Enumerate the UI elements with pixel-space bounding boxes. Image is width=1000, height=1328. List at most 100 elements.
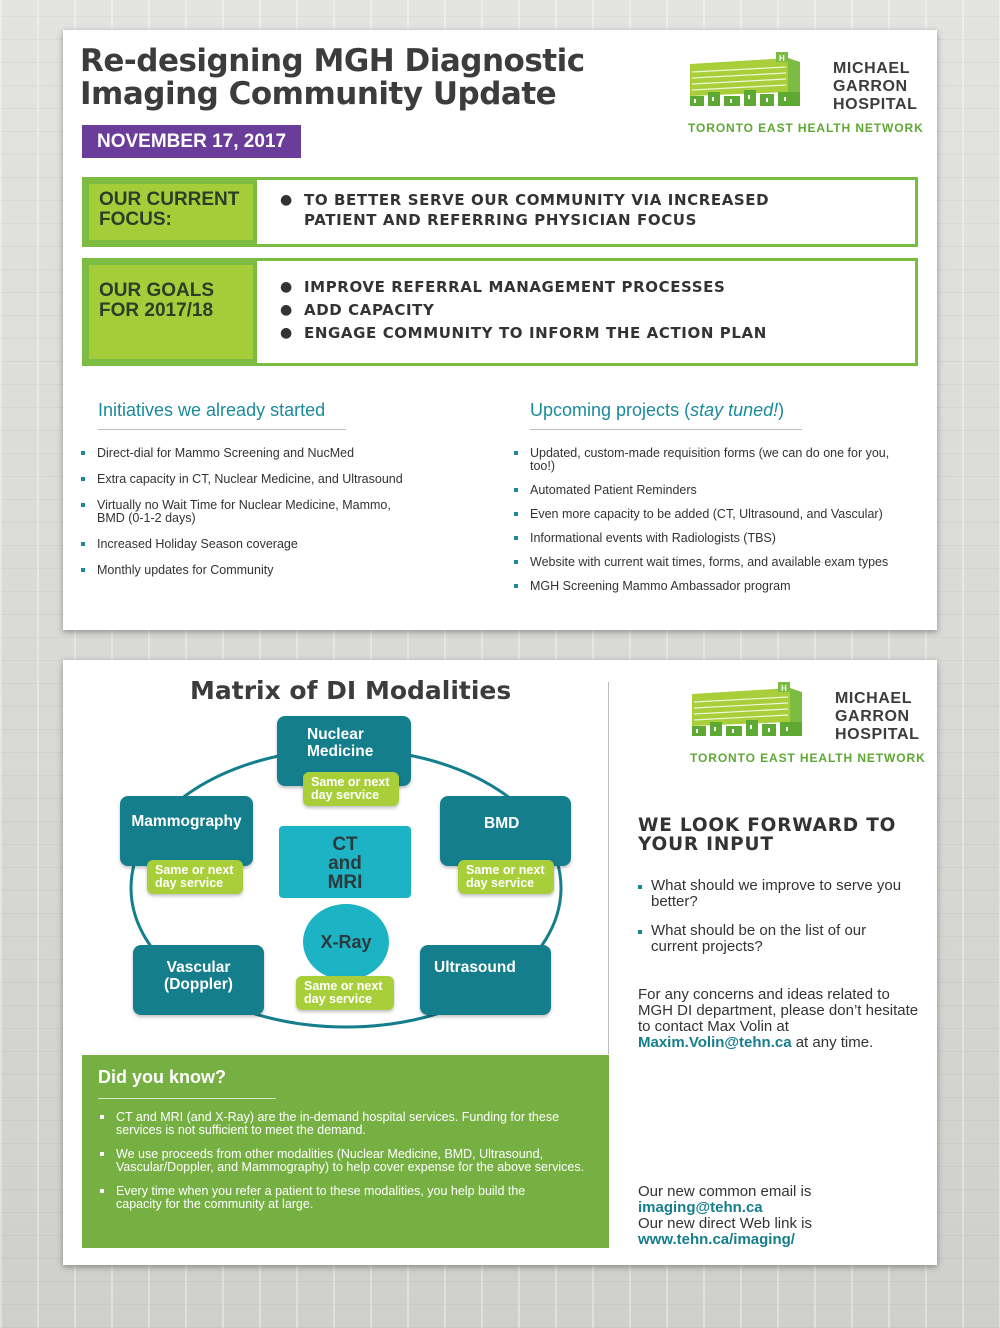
hospital-building-icon: H xyxy=(690,52,800,106)
goals-label-line-1: OUR GOALS xyxy=(99,280,215,301)
focus-item-line-2: PATIENT AND REFERRING PHYSICIAN FOCUS xyxy=(304,211,697,229)
ultrasound-label: Ultrasound xyxy=(434,959,516,976)
same-line-1: Same or next xyxy=(311,775,390,789)
bullet-icon xyxy=(81,503,90,508)
same-line-1: Same or next xyxy=(466,863,545,877)
web-label: Our new direct Web link is xyxy=(638,1215,812,1232)
goals-list: ●IMPROVE REFERRAL MANAGEMENT PROCESSES ●… xyxy=(280,277,767,346)
ct-line-2: and xyxy=(328,853,362,874)
project-text: Informational events with Radiologists (… xyxy=(530,531,776,545)
bullet-icon xyxy=(514,488,523,493)
hospital-logo: H MICHAEL GARRON HOSPITAL TORONTO EAST H… xyxy=(690,682,930,792)
project-text: MGH Screening Mammo Ambassador program xyxy=(530,579,791,593)
current-focus-label-text: OUR CURRENT FOCUS: xyxy=(89,184,253,240)
contact-paragraph: For any concerns and ideas related to MG… xyxy=(638,987,923,1051)
same-line-1: Same or next xyxy=(155,863,234,877)
bullet-icon xyxy=(81,568,90,573)
list-item: Extra capacity in CT, Nuclear Medicine, … xyxy=(81,473,461,486)
list-item: Even more capacity to be added (CT, Ultr… xyxy=(514,508,924,521)
vertical-divider xyxy=(608,682,609,1054)
bullet-icon xyxy=(98,1148,116,1174)
imaging-email-link[interactable]: imaging@tehn.ca xyxy=(638,1199,763,1216)
mammography-box: Mammography xyxy=(120,796,253,866)
xray-circle: X-Ray xyxy=(303,904,389,980)
mammography-label: Mammography xyxy=(131,813,242,830)
fact-text: CT and MRI (and X-Ray) are the in-demand… xyxy=(116,1110,560,1137)
same-line-2: day service xyxy=(311,788,380,802)
hospital-building-icon: H xyxy=(692,682,802,736)
project-text: Updated, custom-made requisition forms (… xyxy=(530,446,890,473)
bullet-icon xyxy=(514,451,523,456)
contact-email-link[interactable]: Maxim.Volin@tehn.ca xyxy=(638,1034,792,1051)
bullet-icon xyxy=(514,536,523,541)
bullet-icon xyxy=(514,512,523,517)
focus-item-line-1: TO BETTER SERVE OUR COMMUNITY VIA INCREA… xyxy=(304,191,770,209)
bullet-icon: ● xyxy=(280,325,293,341)
same-line-2: day service xyxy=(155,876,224,890)
initiative-text: Monthly updates for Community xyxy=(97,563,274,577)
logo-wordmark: MICHAEL GARRON HOSPITAL xyxy=(835,690,920,744)
modalities-card: Matrix of DI Modalities Nuclear Medicine… xyxy=(63,660,937,1265)
focus-item-text: TO BETTER SERVE OUR COMMUNITY VIA INCREA… xyxy=(304,190,769,230)
logo-network: TORONTO EAST HEALTH NETWORK xyxy=(690,751,926,765)
did-you-know-panel: Did you know? CT and MRI (and X-Ray) are… xyxy=(82,1055,609,1248)
date-badge: NOVEMBER 17, 2017 xyxy=(82,125,301,158)
ultrasound-box: Ultrasound xyxy=(420,945,551,1015)
input-questions-list: What should we improve to serve you bett… xyxy=(638,878,908,968)
nuclear-line-2: Medicine xyxy=(307,743,374,760)
list-item: Updated, custom-made requisition forms (… xyxy=(514,447,899,473)
bullet-icon xyxy=(638,878,651,910)
fact-text: We use proceeds from other modalities (N… xyxy=(116,1147,585,1174)
list-item: Virtually no Wait Time for Nuclear Medic… xyxy=(81,499,421,525)
current-focus-box: OUR CURRENT FOCUS: ● TO BETTER SERVE OUR… xyxy=(82,177,918,247)
input-title-line-2: YOUR INPUT xyxy=(638,834,774,855)
logo-name-line-2: GARRON xyxy=(835,708,910,725)
list-item: Automated Patient Reminders xyxy=(514,484,924,497)
email-web-block: Our new common email is imaging@tehn.ca … xyxy=(638,1184,923,1248)
bullet-icon xyxy=(81,451,90,456)
bullet-icon xyxy=(81,542,90,547)
list-item: What should we improve to serve you bett… xyxy=(638,878,903,910)
list-item: ● ENGAGE COMMUNITY TO INFORM THE ACTION P… xyxy=(280,323,767,343)
goals-label-line-2: FOR 2017/18 xyxy=(99,300,214,321)
list-item: What should be on the list of our curren… xyxy=(638,923,903,955)
contact-suffix: at any time. xyxy=(791,1034,874,1051)
page-title: Re-designing MGH Diagnostic Imaging Comm… xyxy=(80,45,640,111)
list-item: ● TO BETTER SERVE OUR COMMUNITY VIA INCR… xyxy=(280,190,769,230)
title-line-2: Imaging Community Update xyxy=(80,76,557,112)
goal-text: ENGAGE COMMUNITY TO INFORM THE ACTION PL… xyxy=(304,324,767,342)
question-text: What should we improve to serve you bett… xyxy=(651,877,902,910)
current-focus-label: OUR CURRENT FOCUS: xyxy=(85,180,257,244)
logo-name-line-1: MICHAEL xyxy=(833,60,911,77)
bmd-label: BMD xyxy=(484,815,520,832)
contact-text: For any concerns and ideas related to MG… xyxy=(638,986,919,1035)
initiative-text: Direct-dial for Mammo Screening and NucM… xyxy=(97,446,355,460)
upcoming-title-italic: stay tuned! xyxy=(690,400,779,420)
project-text: Automated Patient Reminders xyxy=(530,483,697,497)
svg-text:H: H xyxy=(781,684,787,693)
community-update-card: Re-designing MGH Diagnostic Imaging Comm… xyxy=(63,30,937,630)
initiative-text: Virtually no Wait Time for Nuclear Medic… xyxy=(97,498,391,525)
logo-name-line-3: HOSPITAL xyxy=(833,96,918,113)
logo-name-line-1: MICHAEL xyxy=(835,690,913,707)
list-item: Website with current wait times, forms, … xyxy=(514,556,899,569)
upcoming-title: Upcoming projects (stay tuned!) xyxy=(530,400,802,430)
email-label: Our new common email is xyxy=(638,1183,812,1200)
ct-mri-box: CT and MRI xyxy=(279,826,411,898)
logo-network: TORONTO EAST HEALTH NETWORK xyxy=(688,121,924,135)
list-item: ●ADD CAPACITY xyxy=(280,300,767,320)
list-item: Monthly updates for Community xyxy=(81,564,461,577)
fact-text: Every time when you refer a patient to t… xyxy=(116,1184,526,1211)
did-you-know-list: CT and MRI (and X-Ray) are the in-demand… xyxy=(98,1111,588,1222)
same-line-1: Same or next xyxy=(304,979,383,993)
imaging-web-link[interactable]: www.tehn.ca/imaging/ xyxy=(638,1231,795,1248)
focus-label-line-1: OUR CURRENT xyxy=(99,189,240,210)
current-focus-list: ● TO BETTER SERVE OUR COMMUNITY VIA INCR… xyxy=(280,190,769,233)
initiatives-list: Direct-dial for Mammo Screening and NucM… xyxy=(81,447,461,590)
list-item: MGH Screening Mammo Ambassador program xyxy=(514,580,924,593)
logo-wordmark: MICHAEL GARRON HOSPITAL xyxy=(833,60,918,114)
